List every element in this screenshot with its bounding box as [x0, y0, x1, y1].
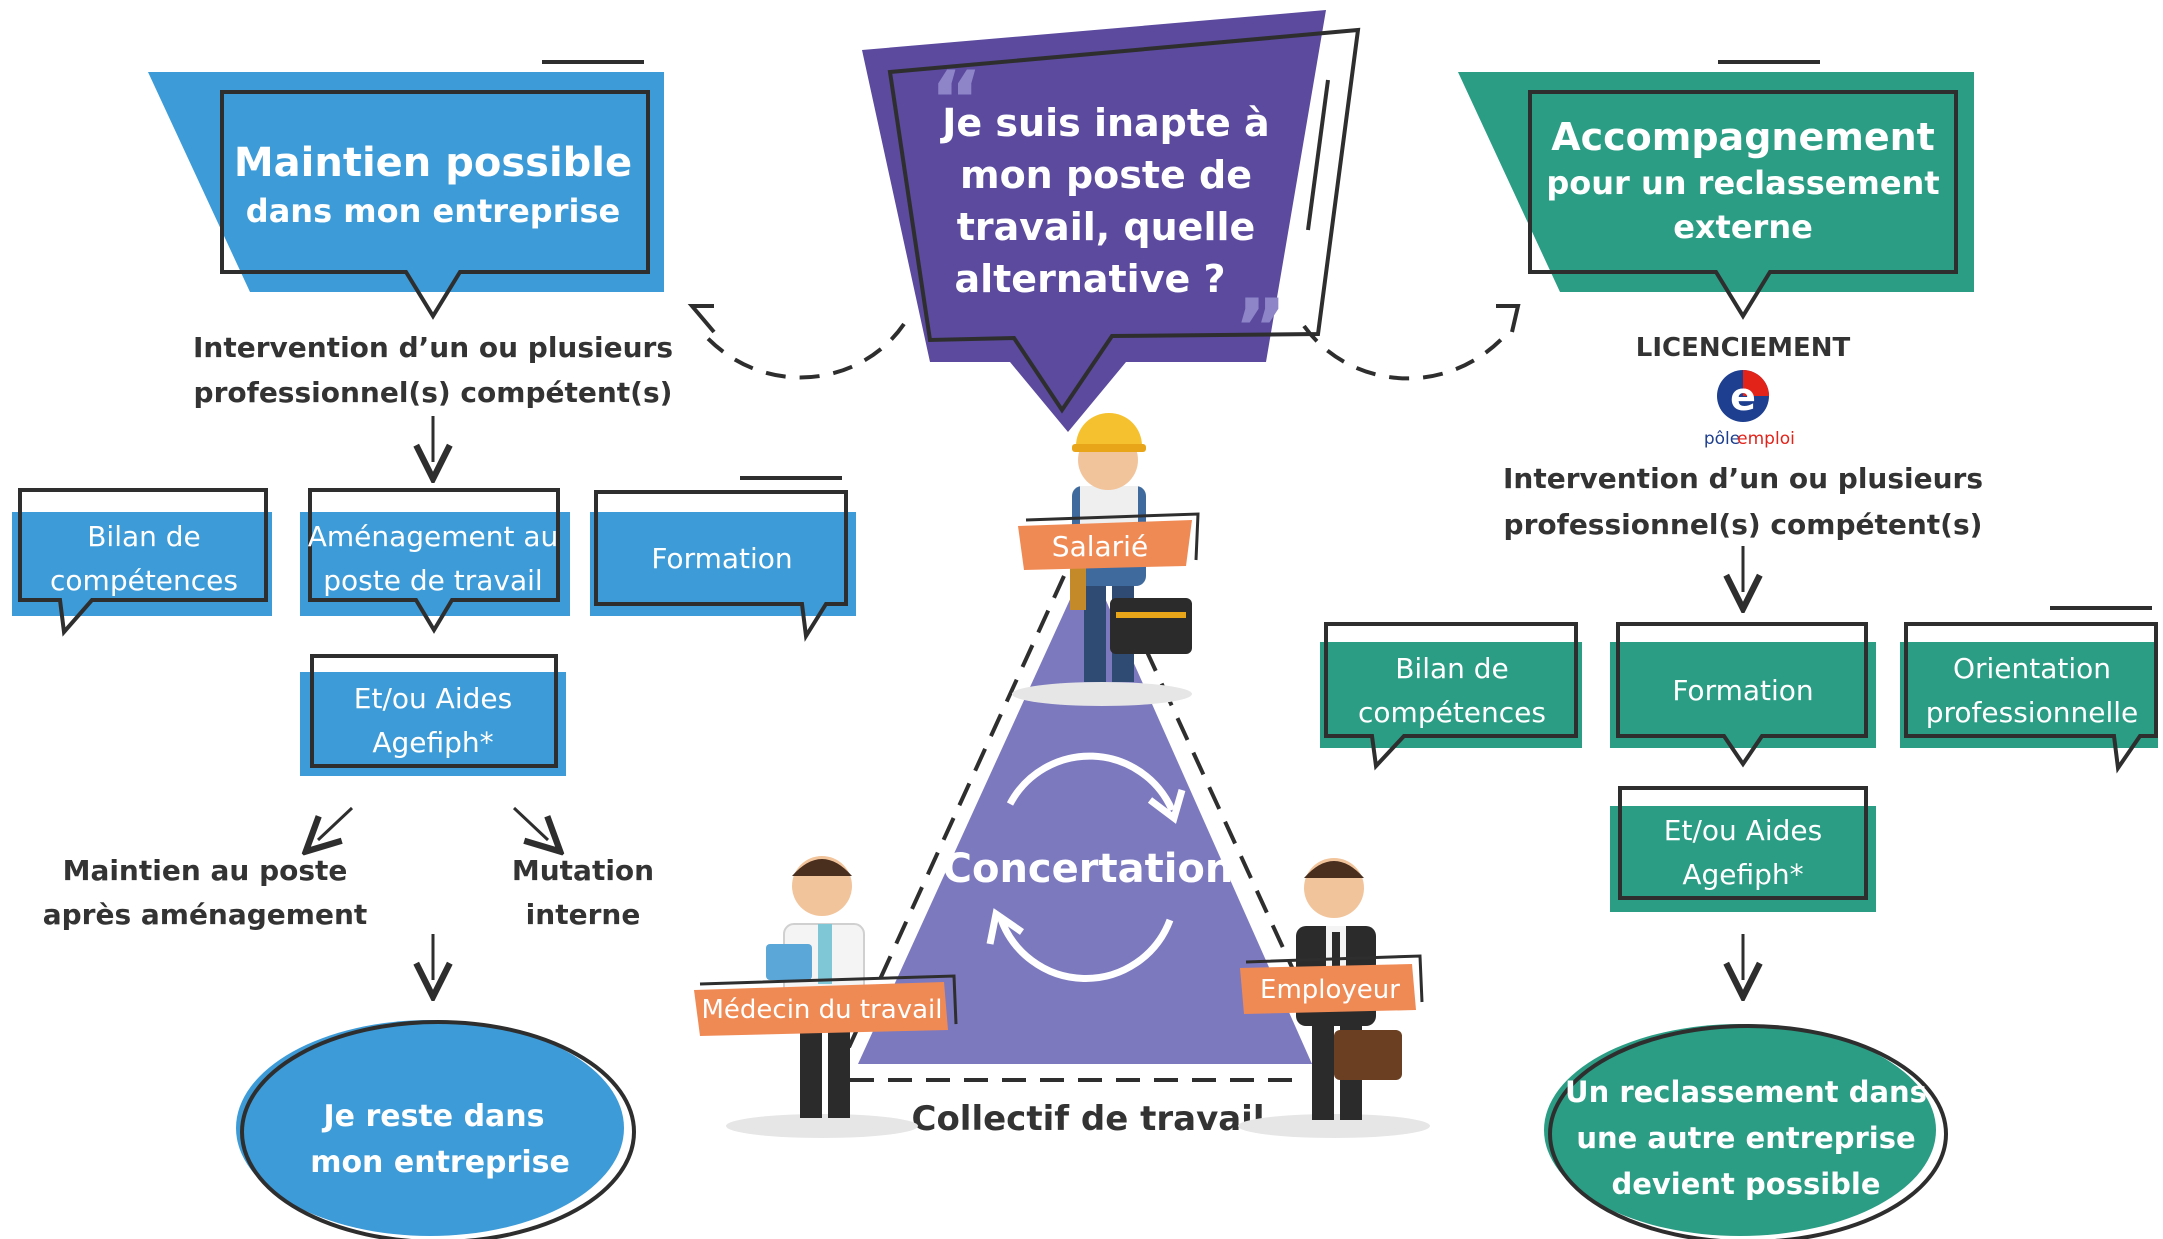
cycle-arrow-top-icon [1006, 752, 1176, 812]
right-box-aides-line-2: Agefiph* [1682, 858, 1803, 891]
pole-emploi-word-emploi: emploi [1737, 429, 1795, 449]
hard-hat-icon [1076, 413, 1142, 446]
left-arrow-mutation [512, 806, 548, 840]
left-box-formation: Formation [590, 476, 856, 642]
employeur-label: Employeur [1260, 975, 1400, 1005]
left-intervention-line-1: Intervention d’un ou plusieurs [193, 331, 673, 364]
left-intervention-text: Intervention d’un ou plusieurs professio… [193, 331, 673, 409]
left-result-line-1: Je reste dans [321, 1099, 544, 1134]
right-result-line-3: devient possible [1611, 1167, 1880, 1201]
left-box-bilan-line-1: Bilan de [87, 520, 201, 553]
salarie-label: Salarié [1052, 530, 1148, 563]
employeur-label-tag: Employeur [1240, 954, 1424, 1014]
question-line-4: alternative ? [954, 257, 1225, 301]
cycle-arrow-top-head-icon [1147, 789, 1186, 824]
right-box-orientation: Orientation professionnelle [1900, 606, 2158, 774]
collectif-label: Collectif de travail [912, 1099, 1265, 1139]
medecin-label: Médecin du travail [701, 995, 942, 1025]
right-title-line-2: pour un reclassement [1546, 164, 1939, 202]
left-maintien-line-2: après aménagement [43, 898, 368, 931]
left-box-bilan: Bilan de compétences [12, 488, 272, 637]
pole-emploi-logo: e pôle emploi [1704, 370, 1795, 449]
right-result-line-2: une autre entreprise [1576, 1121, 1915, 1155]
left-mutation-text: Mutation interne [512, 854, 654, 931]
right-title-callout: Accompagnement pour un reclassement exte… [1458, 60, 1974, 320]
left-maintien-text: Maintien au poste après aménagement [43, 854, 368, 931]
question-line-2: mon poste de [960, 153, 1252, 197]
left-box-aides-line-1: Et/ou Aides [354, 682, 512, 715]
left-box-aides-line-2: Agefiph* [372, 726, 493, 759]
left-maintien-line-1: Maintien au poste [63, 854, 348, 887]
right-box-bilan-line-1: Bilan de [1395, 652, 1509, 685]
right-title-line-3: externe [1673, 208, 1813, 246]
right-box-orientation-line-2: professionnelle [1926, 696, 2138, 729]
dashed-arrow-left [698, 322, 906, 380]
dashed-arrow-right-head-icon [1496, 304, 1521, 333]
question-line-1: Je suis inapte à [939, 101, 1269, 145]
left-mutation-line-2: interne [526, 898, 641, 931]
left-intervention-line-2: professionnel(s) compétent(s) [194, 376, 673, 409]
open-quote-icon: “ [930, 54, 983, 147]
left-mutation-line-1: Mutation [512, 854, 654, 887]
right-box-formation: Formation [1610, 622, 1876, 768]
left-box-amenagement-line-2: poste de travail [323, 564, 542, 597]
center-question-callout: “ ” Je suis inapte à mon poste de travai… [862, 10, 1361, 432]
right-intervention-line-2: professionnel(s) compétent(s) [1504, 508, 1983, 541]
right-box-aides: Et/ou Aides Agefiph* [1610, 786, 1876, 912]
clipboard-icon [766, 944, 812, 980]
left-box-formation-label: Formation [651, 542, 792, 575]
left-result-ellipse: Je reste dans mon entreprise [236, 1020, 636, 1239]
dashed-arrow-right [1302, 324, 1512, 381]
close-quote-icon: ” [1234, 282, 1287, 375]
right-box-bilan: Bilan de compétences [1320, 622, 1582, 771]
left-title-callout: Maintien possible dans mon entreprise [148, 60, 664, 320]
left-box-amenagement: Aménagement au poste de travail [300, 488, 570, 634]
right-box-orientation-line-1: Orientation [1953, 652, 2111, 685]
left-title-line-1: Maintien possible [234, 140, 632, 186]
left-box-amenagement-line-1: Aménagement au [308, 520, 559, 553]
left-box-aides: Et/ou Aides Agefiph* [300, 654, 566, 776]
cycle-arrow-bottom-icon [996, 914, 1174, 982]
right-intervention-line-1: Intervention d’un ou plusieurs [1503, 462, 1983, 495]
right-intervention-text: Intervention d’un ou plusieurs professio… [1503, 462, 1983, 541]
right-result-ellipse: Un reclassement dans une autre entrepris… [1544, 1024, 1948, 1239]
right-title-line-1: Accompagnement [1551, 115, 1935, 159]
left-result-line-2: mon entreprise [310, 1145, 570, 1180]
left-title-line-2: dans mon entreprise [246, 192, 620, 230]
right-result-line-1: Un reclassement dans [1565, 1075, 1927, 1109]
right-box-formation-label: Formation [1672, 674, 1813, 707]
pole-emploi-letter: e [1730, 375, 1756, 419]
left-box-bilan-line-2: compétences [50, 564, 238, 597]
medecin-label-tag: Médecin du travail [694, 974, 958, 1036]
right-box-aides-line-1: Et/ou Aides [1664, 814, 1822, 847]
briefcase-icon [1334, 1030, 1402, 1080]
question-line-3: travail, quelle [957, 205, 1256, 249]
licenciement-label: LICENCIEMENT [1636, 333, 1851, 363]
salarie-label-tag: Salarié [1018, 512, 1200, 570]
dashed-arrow-left-head-icon [687, 304, 716, 334]
cycle-arrow-bottom-head-icon [986, 908, 1024, 945]
left-arrow-maintien [318, 806, 354, 840]
salarie-toolbox-icon [1110, 598, 1192, 654]
right-box-bilan-line-2: compétences [1358, 696, 1546, 729]
concertation-label: Concertation [943, 846, 1234, 892]
pole-emploi-word-pole: pôle [1704, 429, 1740, 449]
